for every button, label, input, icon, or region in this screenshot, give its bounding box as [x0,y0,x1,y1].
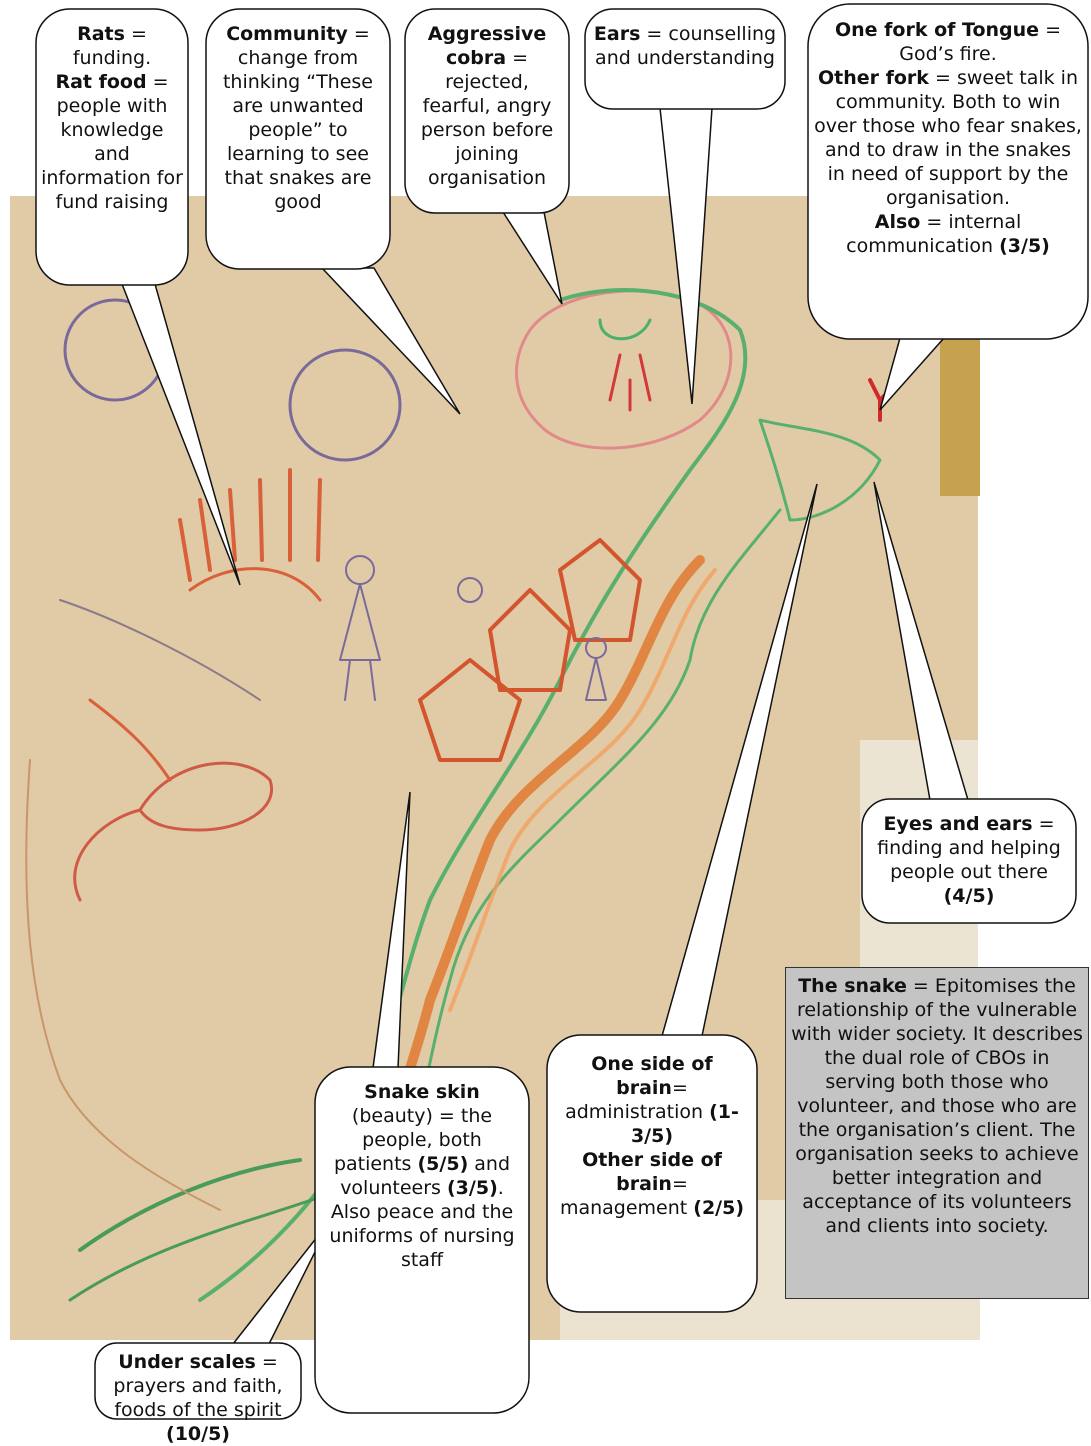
callout-rats: Rats = funding. Rat food = people with k… [40,22,184,214]
callout-snake-skin: Snake skin (beauty) = the people, both p… [321,1080,523,1272]
callout-community: Community = change from thinking “These … [212,22,384,214]
callout-ears: Ears = counselling and understanding [590,22,780,70]
callout-eyes-and-ears: Eyes and ears = finding and helping peop… [866,812,1072,908]
summary-box: The snake = Epitomises the relationship … [785,967,1089,1299]
callout-brain: One side of brain= administration (1-3/5… [553,1052,751,1220]
callout-under-scales: Under scales = prayers and faith, foods … [99,1350,297,1446]
callout-tongue: One fork of Tongue = God’s fire. Other f… [814,18,1082,258]
callout-aggressive-cobra: Aggressive cobra = rejected, fearful, an… [410,22,564,190]
